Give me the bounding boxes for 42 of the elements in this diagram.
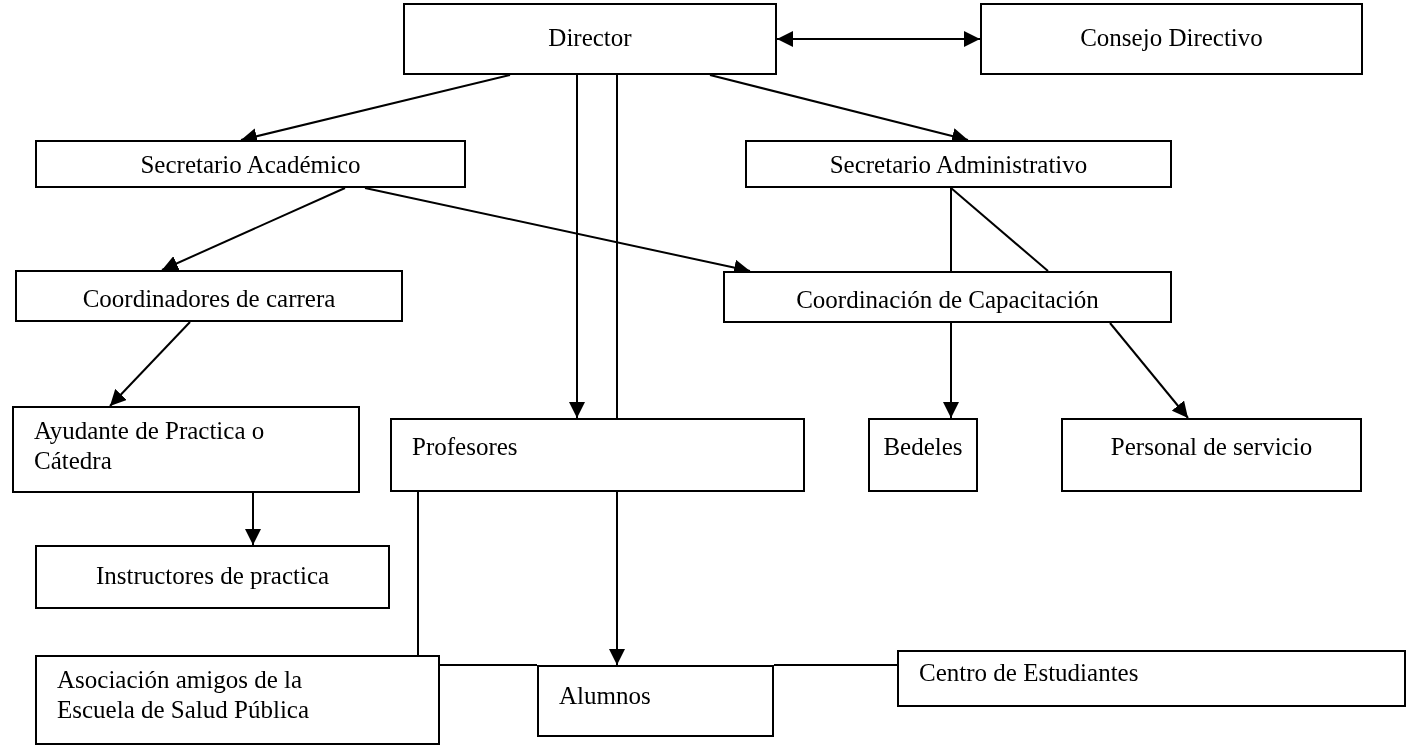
box-label: Centro de Estudiantes xyxy=(919,658,1140,688)
box-label: Bedeles xyxy=(882,432,964,462)
org-box xyxy=(12,406,360,493)
box-label: Director xyxy=(547,23,633,53)
arrow xyxy=(776,31,981,47)
box-label: Alumnos xyxy=(559,681,652,711)
org-box xyxy=(1061,418,1362,492)
org-box xyxy=(723,271,1172,323)
org-box xyxy=(35,140,466,188)
box-label: Asociación amigos de la Escuela de Salud Pública xyxy=(57,665,310,725)
connector-line xyxy=(950,187,1049,272)
connector-line xyxy=(773,664,898,666)
org-box xyxy=(390,418,805,492)
box-label: Secretario Académico xyxy=(139,150,362,180)
org-box xyxy=(35,545,390,609)
connector-line xyxy=(417,491,419,656)
box-label: Instructores de practica xyxy=(94,561,331,591)
box-label: Coordinación de Capacitación xyxy=(795,285,1100,315)
arrow xyxy=(245,492,261,546)
org-box xyxy=(897,650,1406,707)
org-box xyxy=(35,655,440,745)
connector-line xyxy=(950,187,952,272)
org-box xyxy=(980,3,1363,75)
box-label: Profesores xyxy=(412,432,519,462)
arrow xyxy=(569,74,585,419)
arrow xyxy=(161,187,346,271)
connector-line xyxy=(616,74,618,419)
org-box xyxy=(537,665,774,737)
box-label: Ayudante de Practica o Cátedra xyxy=(34,416,266,476)
org-box xyxy=(15,270,403,322)
arrow xyxy=(609,491,625,666)
org-box xyxy=(745,140,1172,188)
org-box xyxy=(403,3,777,75)
box-label: Consejo Directivo xyxy=(1079,23,1264,53)
box-label: Secretario Administrativo xyxy=(828,150,1089,180)
box-label: Coordinadores de carrera xyxy=(81,284,337,314)
arrow xyxy=(1109,322,1189,419)
org-box xyxy=(868,418,978,492)
arrow xyxy=(109,321,191,407)
arrow xyxy=(943,322,959,419)
connector-line xyxy=(439,664,538,666)
box-label: Personal de servicio xyxy=(1109,432,1314,462)
